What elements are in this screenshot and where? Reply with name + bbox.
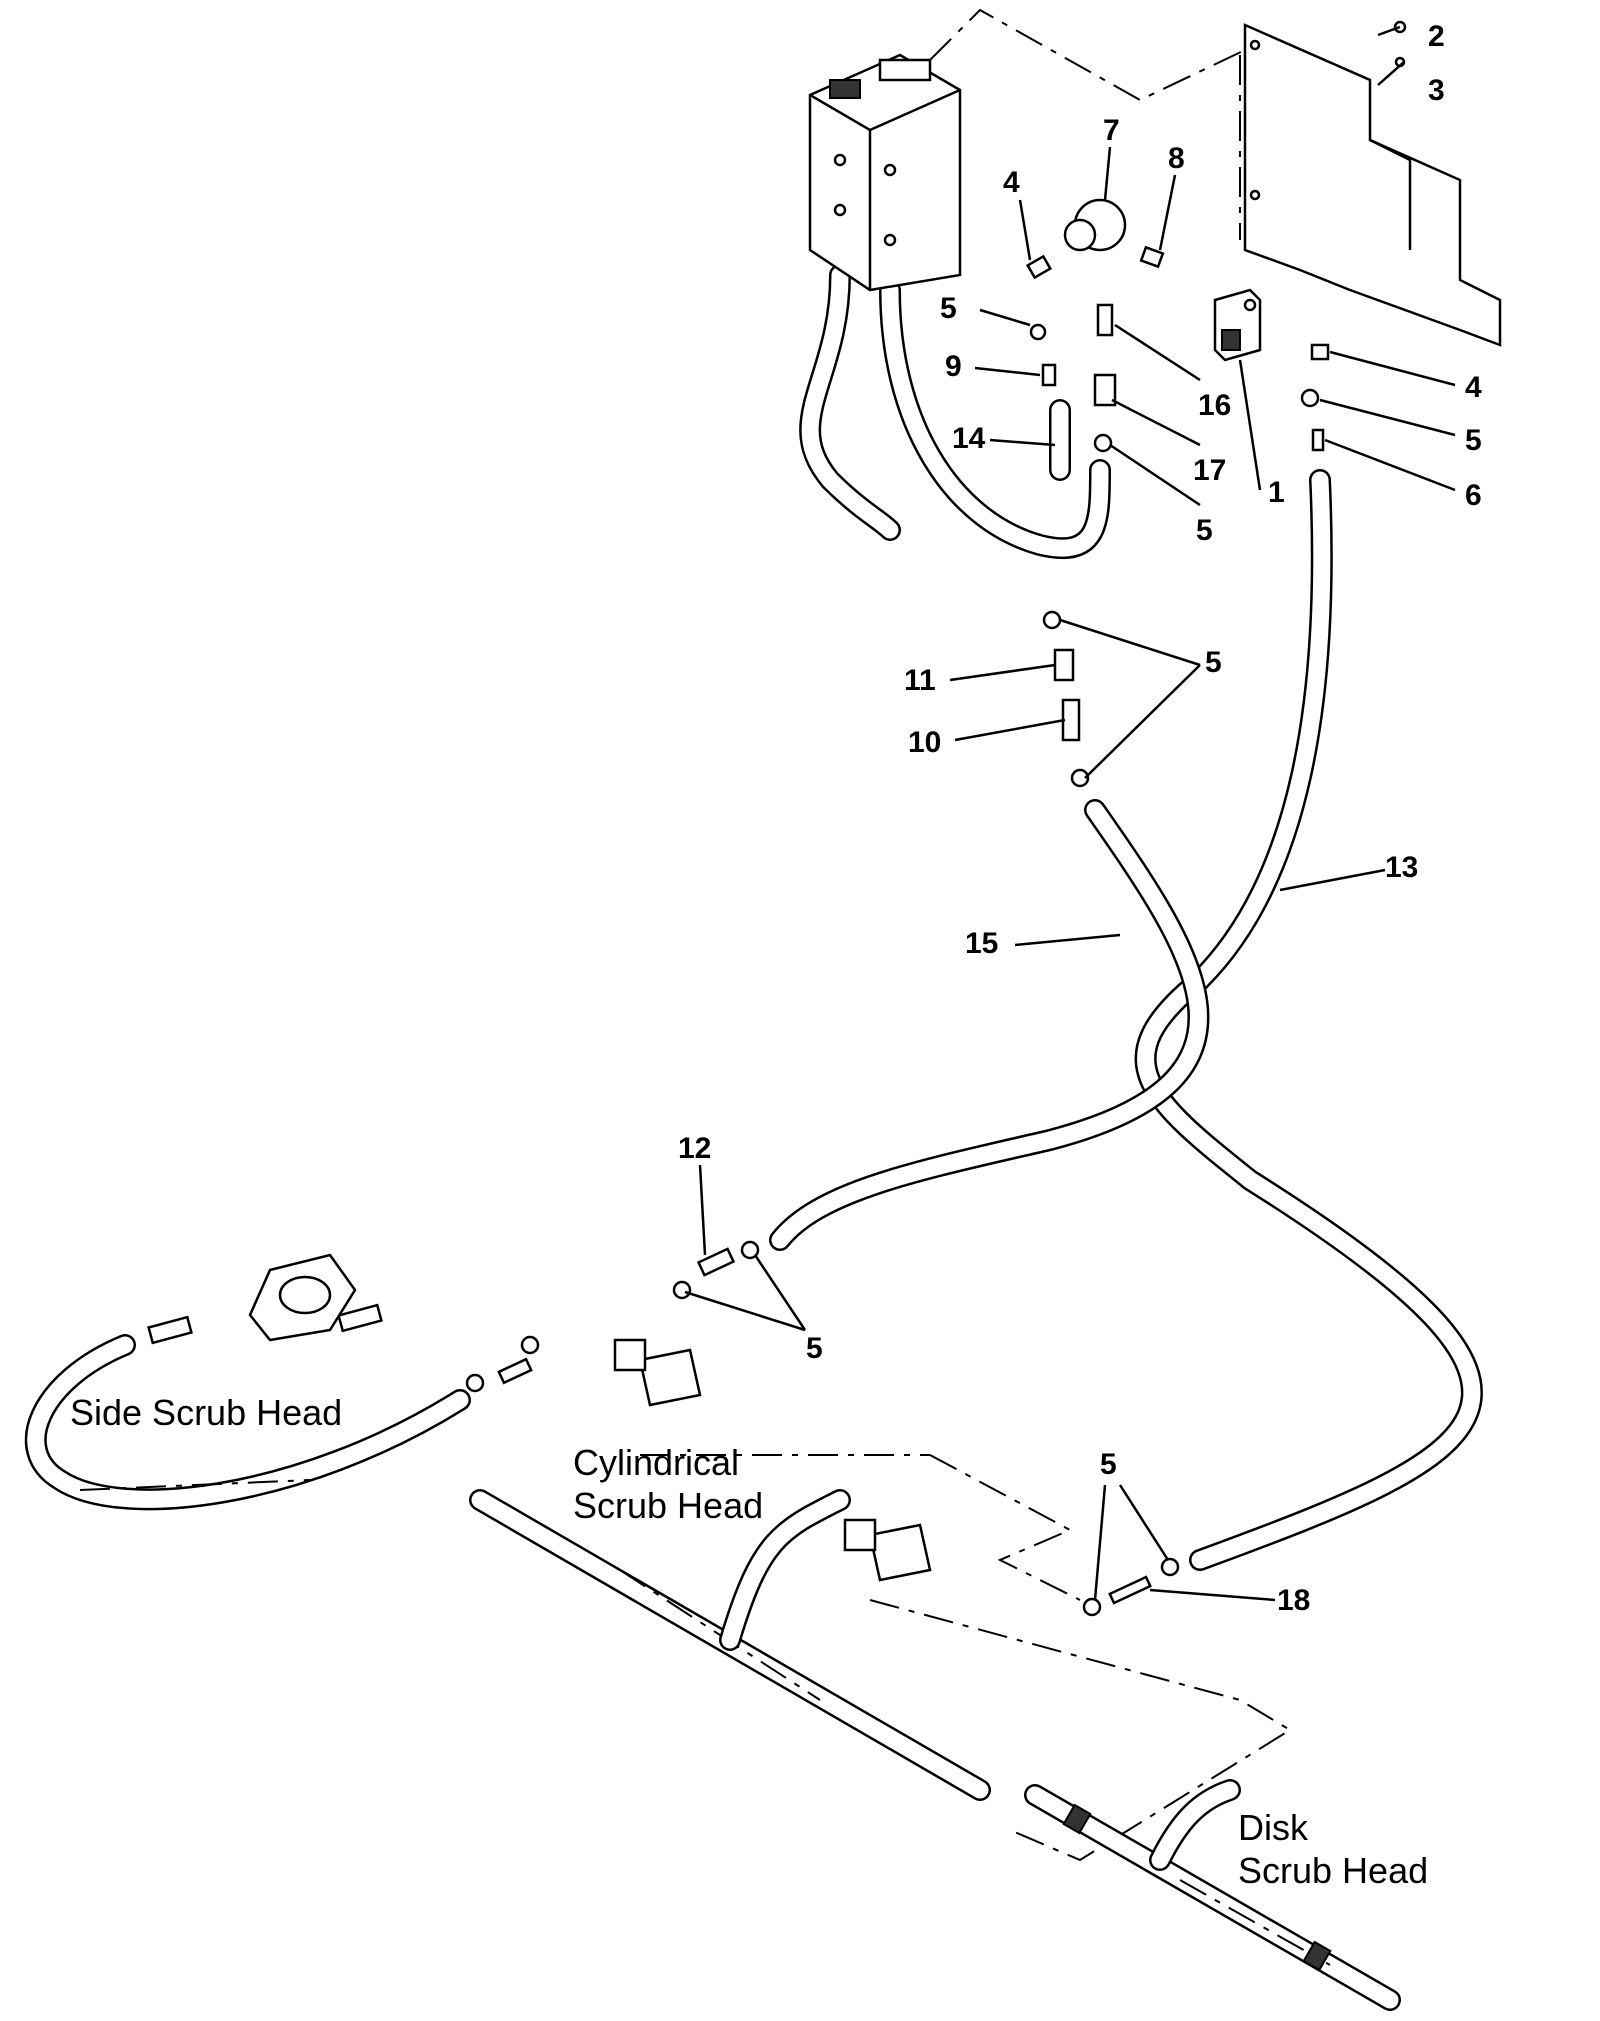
side-scrub-bracket	[248, 1253, 357, 1342]
part-7-filter	[1063, 198, 1127, 252]
callout-5-mid: 5	[1196, 514, 1213, 547]
callout-2: 2	[1428, 20, 1445, 53]
assembly-line-tank	[929, 8, 1246, 102]
tank-hose-left	[799, 264, 901, 541]
callouts: 2 3 4 7 8 5 9 14 16 17 5 1 4 5 6 5 11 10…	[678, 20, 1482, 1617]
solenoid-valve-cylindrical	[843, 1518, 932, 1582]
callout-12: 12	[678, 1132, 711, 1165]
component-labels: Side Scrub Head Cylindrical Scrub Head D…	[70, 1392, 1428, 1891]
callout-15: 15	[965, 927, 998, 960]
label-cylindrical-line2: Scrub Head	[573, 1485, 763, 1526]
callout-1: 1	[1268, 476, 1285, 509]
callout-4-left: 4	[1003, 166, 1020, 199]
assembly-line-disk	[929, 1454, 1081, 1601]
callout-4-right: 4	[1465, 371, 1482, 404]
hose-15	[769, 799, 1210, 1251]
side-scrub-hose	[24, 1334, 471, 1511]
callout-10: 10	[908, 726, 941, 759]
callout-6: 6	[1465, 479, 1482, 512]
callout-3: 3	[1428, 74, 1445, 107]
callout-5-center: 5	[1205, 646, 1222, 679]
control-module	[808, 53, 962, 292]
callout-16: 16	[1198, 389, 1231, 422]
tank-hose-right	[879, 279, 1111, 560]
callout-11: 11	[904, 664, 936, 697]
callout-18: 18	[1277, 1584, 1310, 1617]
callout-5-lower-left: 5	[806, 1332, 823, 1365]
callout-5-right: 5	[1465, 424, 1482, 457]
part-1-valve	[1213, 288, 1262, 362]
label-cylindrical-line1: Cylindrical	[573, 1442, 739, 1483]
hose-13	[1134, 469, 1483, 1571]
callout-9: 9	[945, 350, 962, 383]
callout-5-lower-right: 5	[1100, 1448, 1117, 1481]
callout-8: 8	[1168, 142, 1185, 175]
label-disk-line1: Disk	[1238, 1807, 1309, 1848]
callout-14: 14	[952, 422, 986, 455]
assembly-line-cylindrical	[869, 1599, 1292, 1862]
callout-17: 17	[1193, 454, 1226, 487]
leader-lines	[684, 25, 1456, 1602]
label-disk-line2: Scrub Head	[1238, 1850, 1428, 1891]
cylindrical-manifold	[469, 1489, 991, 1801]
disk-manifold	[1024, 1779, 1401, 2011]
callout-5-top-left: 5	[940, 292, 957, 325]
mounting-bracket	[1243, 23, 1502, 347]
callout-13: 13	[1385, 851, 1418, 884]
fittings	[147, 20, 1407, 1617]
label-side-scrub-head: Side Scrub Head	[70, 1392, 342, 1433]
callout-7: 7	[1103, 114, 1120, 147]
solenoid-valve-side	[613, 1338, 702, 1407]
